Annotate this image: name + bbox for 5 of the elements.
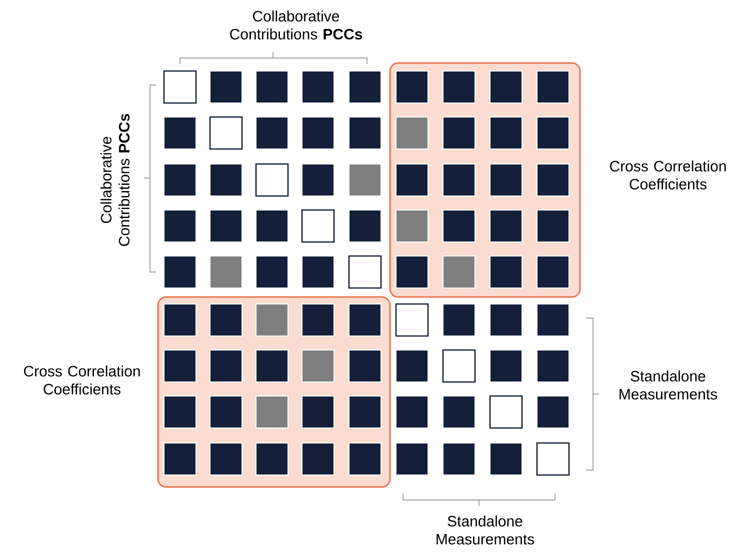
axis-label: Collaborative Contributions PCCs xyxy=(230,10,362,40)
region-label: Cross Correlation Coefficients xyxy=(24,366,140,394)
axis-label: Standalone Measurements xyxy=(436,516,534,544)
axis-label: Standalone Measurements xyxy=(620,370,718,400)
region-label: Cross Correlation Coefficients xyxy=(610,160,726,190)
